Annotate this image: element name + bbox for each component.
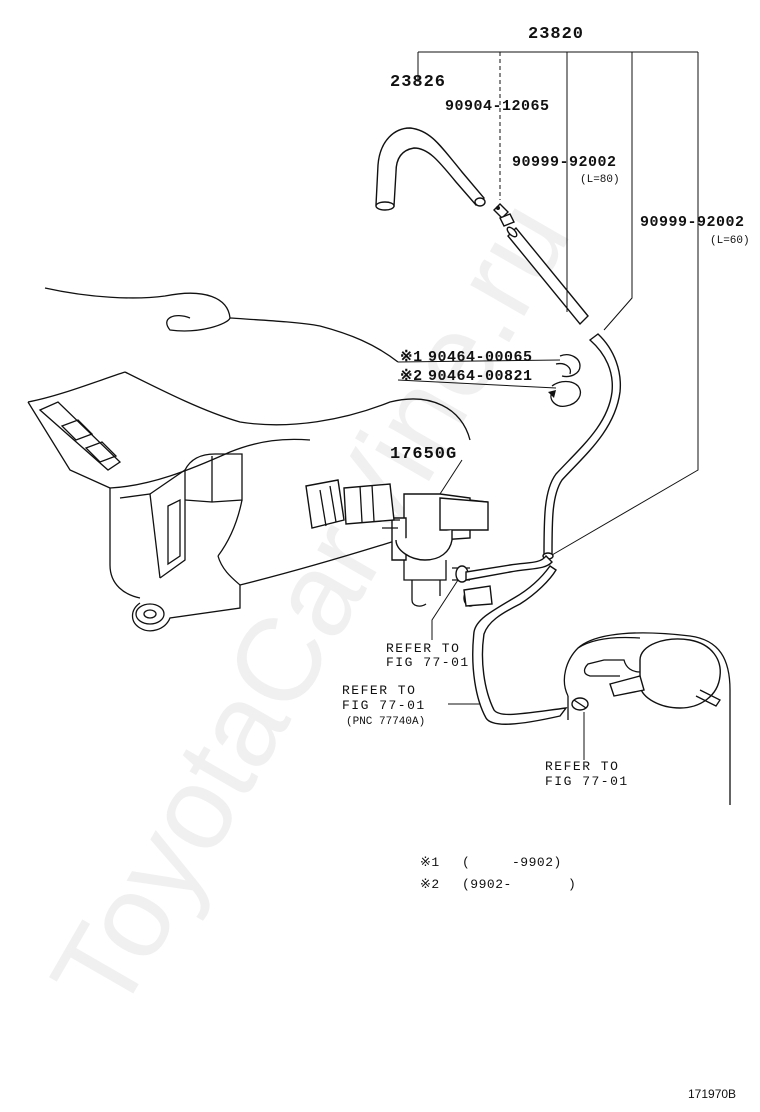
- note-1-marker: ※1: [420, 855, 440, 870]
- marker-1: ※1: [400, 349, 423, 366]
- vsv-17650g-drawing: [305, 479, 489, 607]
- part-label-90464-00821: 90464-00821: [428, 368, 533, 385]
- clamp-90464-drawing: [548, 354, 581, 407]
- note-2-close: ): [568, 877, 576, 892]
- part-label-90464-00065: 90464-00065: [428, 349, 533, 366]
- vsv-canister-hose-drawing: [463, 554, 568, 725]
- refer-1-line2: FIG 77-01: [386, 655, 470, 670]
- note-2-marker: ※2: [420, 877, 440, 892]
- note-1-open: (: [462, 855, 470, 870]
- refer-1-line1: REFER TO: [386, 641, 460, 656]
- canister-drawing: [563, 632, 731, 805]
- refer-3-line1: REFER TO: [545, 759, 619, 774]
- hose-23826-drawing: [375, 127, 486, 211]
- part-label-90904-12065: 90904-12065: [445, 98, 550, 115]
- figure-code: 171970B: [688, 1087, 736, 1101]
- note-1-value: -9902): [512, 855, 562, 870]
- length-label-l80: (L=80): [580, 174, 620, 186]
- note-2-value: (9902-: [462, 877, 512, 892]
- hose-l80-drawing: [506, 226, 589, 326]
- hose-l60-drawing: [542, 333, 622, 560]
- intake-manifold-outline: [27, 287, 471, 632]
- part-label-17650g: 17650G: [390, 445, 457, 464]
- refer-2-line3: (PNC 77740A): [346, 716, 425, 728]
- part-label-90999-92002-l60: 90999-92002: [640, 214, 745, 231]
- part-label-23826: 23826: [390, 73, 446, 92]
- length-label-l60: (L=60): [710, 235, 750, 247]
- refer-2-line2: FIG 77-01: [342, 698, 426, 713]
- refer-2-line1: REFER TO: [342, 683, 416, 698]
- marker-2: ※2: [400, 368, 423, 385]
- part-label-90999-92002-l80: 90999-92002: [512, 154, 617, 171]
- refer-3-line2: FIG 77-01: [545, 774, 629, 789]
- union-connector-drawing: [493, 203, 515, 227]
- leader-lines: [397, 51, 699, 760]
- part-label-23820: 23820: [528, 25, 584, 44]
